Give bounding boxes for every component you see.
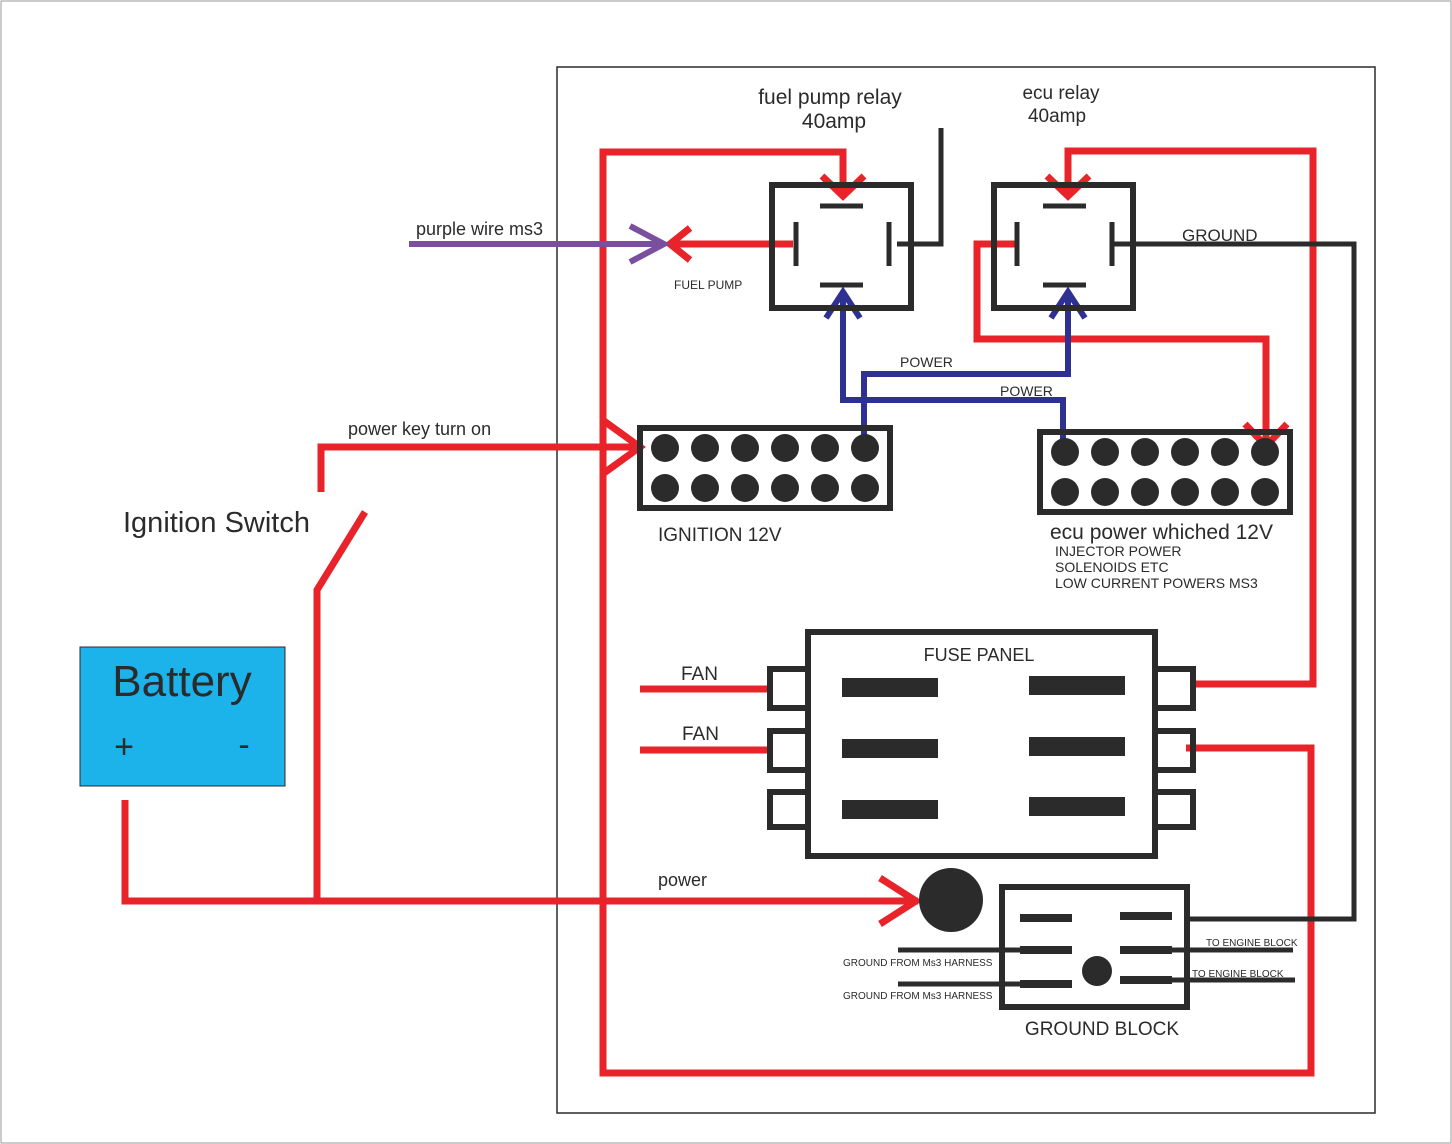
ignition-key-on-wire: [317, 443, 643, 492]
ecu-ground-label: GROUND: [1182, 226, 1258, 245]
fuse-panel-label: FUSE PANEL: [924, 645, 1035, 665]
fuse: [842, 739, 938, 758]
main-power-label: power: [658, 870, 707, 890]
fuse: [1029, 737, 1125, 756]
battery-negative-terminal: -: [238, 726, 249, 764]
fuel-pump-relay-rating: 40amp: [802, 110, 866, 133]
bus-terminal: [771, 474, 799, 502]
power-stud: [919, 868, 983, 932]
ignition-switch-label: Ignition Switch: [123, 507, 310, 539]
ground-from-ms3-label-2: GROUND FROM Ms3 HARNESS: [843, 991, 993, 1002]
ecu-bus-terminals: [1051, 438, 1279, 506]
to-engine-block-label-2: TO ENGINE BLOCK: [1192, 969, 1284, 980]
power-label-2: POWER: [1000, 383, 1053, 399]
bus-terminal: [651, 434, 679, 462]
battery-power-arrow: [878, 875, 923, 927]
ecu-bus-label: ecu power whiched 12V: [1050, 521, 1273, 544]
fuse-panel: [767, 629, 1196, 859]
bus-terminal: [1131, 478, 1159, 506]
fuel-pump-relay-title: fuel pump relay: [758, 86, 902, 109]
ecu-relay-title: ecu relay: [1022, 83, 1100, 104]
bus-terminal: [1051, 438, 1079, 466]
bus-terminal: [851, 474, 879, 502]
ecu-relay-coil-power-wire: [861, 292, 1071, 455]
bus-terminal: [651, 474, 679, 502]
bus-terminal: [731, 434, 759, 462]
battery-label: Battery: [112, 657, 251, 706]
purple-ms3-arrow: [628, 223, 671, 265]
main-power-loop-wire: [599, 148, 1315, 1077]
fuse: [842, 800, 938, 819]
bus-terminal: [731, 474, 759, 502]
battery-positive-wire: [121, 800, 918, 905]
fuse: [1029, 676, 1125, 695]
ecu-relay-rating: 40amp: [1028, 106, 1086, 127]
ignition-bus-terminals: [651, 434, 879, 502]
bus-terminal: [1171, 478, 1199, 506]
ecu-relay-power-wire: [1064, 147, 1317, 688]
ecu-power-bus: [1037, 429, 1293, 515]
to-engine-block-label-1: TO ENGINE BLOCK: [1206, 938, 1298, 949]
fuel-pump-relay: [769, 182, 914, 311]
fan-label-2: FAN: [682, 724, 719, 745]
fuse: [842, 678, 938, 697]
ecu-relay-ground-wire: [1112, 241, 1357, 922]
ecu-bus-note: INJECTOR POWER: [1055, 543, 1182, 559]
battery-positive-terminal: +: [114, 728, 134, 766]
ground-block-label: GROUND BLOCK: [1025, 1019, 1179, 1040]
bus-terminal: [1251, 438, 1279, 466]
ecu-bus-note: SOLENOIDS ETC: [1055, 559, 1169, 575]
bus-terminal: [811, 474, 839, 502]
ignition-switch-feed-wire: [313, 510, 368, 901]
fuse: [1029, 797, 1125, 816]
power-label-1: POWER: [900, 354, 953, 370]
bus-terminal: [1171, 438, 1199, 466]
bus-terminal: [1211, 478, 1239, 506]
bus-terminal: [1091, 478, 1119, 506]
ignition-bus-label: IGNITION 12V: [658, 525, 782, 546]
fan-label-1: FAN: [681, 664, 718, 685]
bus-terminal: [1251, 478, 1279, 506]
bus-terminal: [1131, 438, 1159, 466]
bus-terminal: [691, 434, 719, 462]
ecu-relay: [991, 182, 1136, 311]
ecu-relay-output-wire: [973, 240, 1270, 446]
bus-terminal: [851, 434, 879, 462]
purple-wire-label: purple wire ms3: [416, 219, 543, 239]
bus-terminal: [771, 434, 799, 462]
bus-terminal: [1091, 438, 1119, 466]
relay-board-outline: [556, 66, 1376, 1114]
bus-terminal: [691, 474, 719, 502]
key-on-label: power key turn on: [348, 419, 491, 439]
ground-block: [999, 884, 1190, 1010]
bus-terminal: [1051, 478, 1079, 506]
ecu-bus-note: LOW CURRENT POWERS MS3: [1055, 575, 1258, 591]
battery: [79, 646, 286, 787]
bus-terminal: [811, 434, 839, 462]
fuel-pump-output-label: FUEL PUMP: [674, 278, 742, 292]
ground-from-ms3-label-1: GROUND FROM Ms3 HARNESS: [843, 958, 993, 969]
bus-terminal: [1211, 438, 1239, 466]
ignition-12v-bus: [637, 425, 893, 511]
